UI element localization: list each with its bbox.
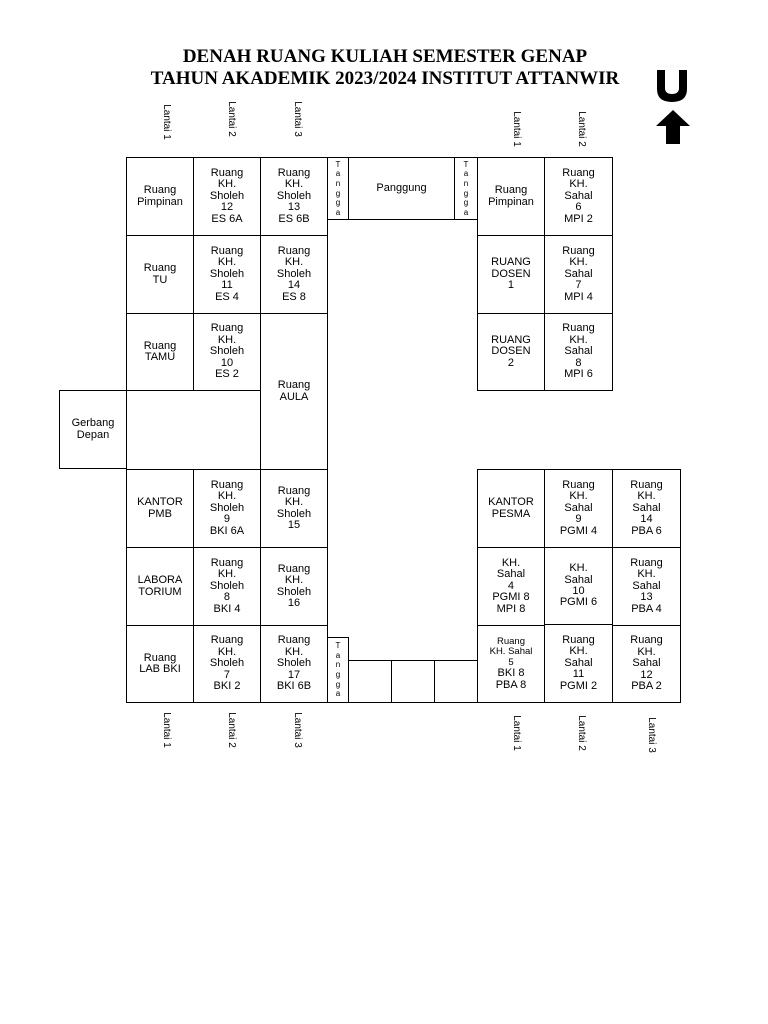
stairs-top-left: T a n g g a <box>327 157 349 220</box>
room-sahal-10: KH. Sahal 10 PGMI 6 <box>544 547 613 625</box>
room-sahal-11: Ruang KH. Sahal 11 PGMI 2 <box>544 624 613 703</box>
floor-label: Lantai 1 <box>511 715 522 751</box>
room-sahal-5: Ruang KH. Sahal 5 BKI 8 PBA 8 <box>477 625 545 703</box>
corridor-cell <box>391 660 435 703</box>
room-ruang-tamu: Ruang TAMU <box>126 313 194 391</box>
room-sahal-4: KH. Sahal 4 PGMI 8 MPI 8 <box>477 547 545 626</box>
page-title-line-1: DENAH RUANG KULIAH SEMESTER GENAP <box>182 46 588 67</box>
courtyard-area <box>126 390 261 470</box>
floor-label: Lantai 2 <box>576 715 587 751</box>
room-ruang-dosen-2: RUANG DOSEN 2 <box>477 313 545 391</box>
floor-label: Lantai 1 <box>161 104 172 140</box>
room-sahal-7: Ruang KH. Sahal 7 MPI 4 <box>544 235 613 314</box>
room-sholeh-11: Ruang KH. Sholeh 11 ES 4 <box>193 235 261 314</box>
gerbang-depan-gate: Gerbang Depan <box>59 390 127 469</box>
floor-label: Lantai 3 <box>292 101 303 137</box>
room-sholeh-9: Ruang KH. Sholeh 9 BKI 6A <box>193 469 261 548</box>
stairs-bottom: T a n g g a <box>327 637 349 703</box>
room-sholeh-14: Ruang KH. Sholeh 14 ES 8 <box>260 235 328 314</box>
room-kantor-pesma: KANTOR PESMA <box>477 469 545 548</box>
room-sahal-6: Ruang KH. Sahal 6 MPI 2 <box>544 157 613 236</box>
room-sholeh-13: Ruang KH. Sholeh 13 ES 6B <box>260 157 328 236</box>
room-kantor-pmb: KANTOR PMB <box>126 469 194 548</box>
room-ruang-dosen-1: RUANG DOSEN 1 <box>477 235 545 314</box>
room-ruang-pimpinan-left: Ruang Pimpinan <box>126 157 194 236</box>
floor-label: Lantai 2 <box>226 101 237 137</box>
room-sholeh-10: Ruang KH. Sholeh 10 ES 2 <box>193 313 261 391</box>
room-sahal-14: Ruang KH. Sahal 14 PBA 6 <box>612 469 681 548</box>
stairs-top-right: T a n g g a <box>454 157 478 220</box>
panggung-stage: Panggung <box>348 157 455 220</box>
room-laboratorium: LABORA TORIUM <box>126 547 194 626</box>
room-ruang-aula: Ruang AULA <box>260 313 328 470</box>
floor-label: Lantai 2 <box>576 111 587 147</box>
room-sholeh-8: Ruang KH. Sholeh 8 BKI 4 <box>193 547 261 626</box>
room-sholeh-17: Ruang KH. Sholeh 17 BKI 6B <box>260 625 328 703</box>
corridor-cell <box>434 660 478 703</box>
room-sholeh-12: Ruang KH. Sholeh 12 ES 6A <box>193 157 261 236</box>
room-lab-bki: Ruang LAB BKI <box>126 625 194 703</box>
corridor-cell <box>348 660 392 703</box>
floor-label: Lantai 3 <box>292 712 303 748</box>
room-ruang-tu: Ruang TU <box>126 235 194 314</box>
room-ruang-pimpinan-right: Ruang Pimpinan <box>477 157 545 236</box>
room-sahal-9: Ruang KH. Sahal 9 PGMI 4 <box>544 469 613 548</box>
page-title-line-2: TAHUN AKADEMIK 2023/2024 INSTITUT ATTANW… <box>150 68 620 89</box>
floor-label: Lantai 2 <box>226 712 237 748</box>
room-sahal-12: Ruang KH. Sahal 12 PBA 2 <box>612 625 681 703</box>
floor-label: Lantai 1 <box>511 111 522 147</box>
room-sholeh-15: Ruang KH. Sholeh 15 <box>260 469 328 548</box>
floor-label: Lantai 1 <box>161 712 172 748</box>
room-sahal-13: Ruang KH. Sahal 13 PBA 4 <box>612 547 681 626</box>
floor-label: Lantai 3 <box>646 717 657 753</box>
north-arrow-icon <box>656 70 690 144</box>
room-sholeh-16: Ruang KH. Sholeh 16 <box>260 547 328 626</box>
room-sahal-8: Ruang KH. Sahal 8 MPI 6 <box>544 313 613 391</box>
room-sholeh-7: Ruang KH. Sholeh 7 BKI 2 <box>193 625 261 703</box>
